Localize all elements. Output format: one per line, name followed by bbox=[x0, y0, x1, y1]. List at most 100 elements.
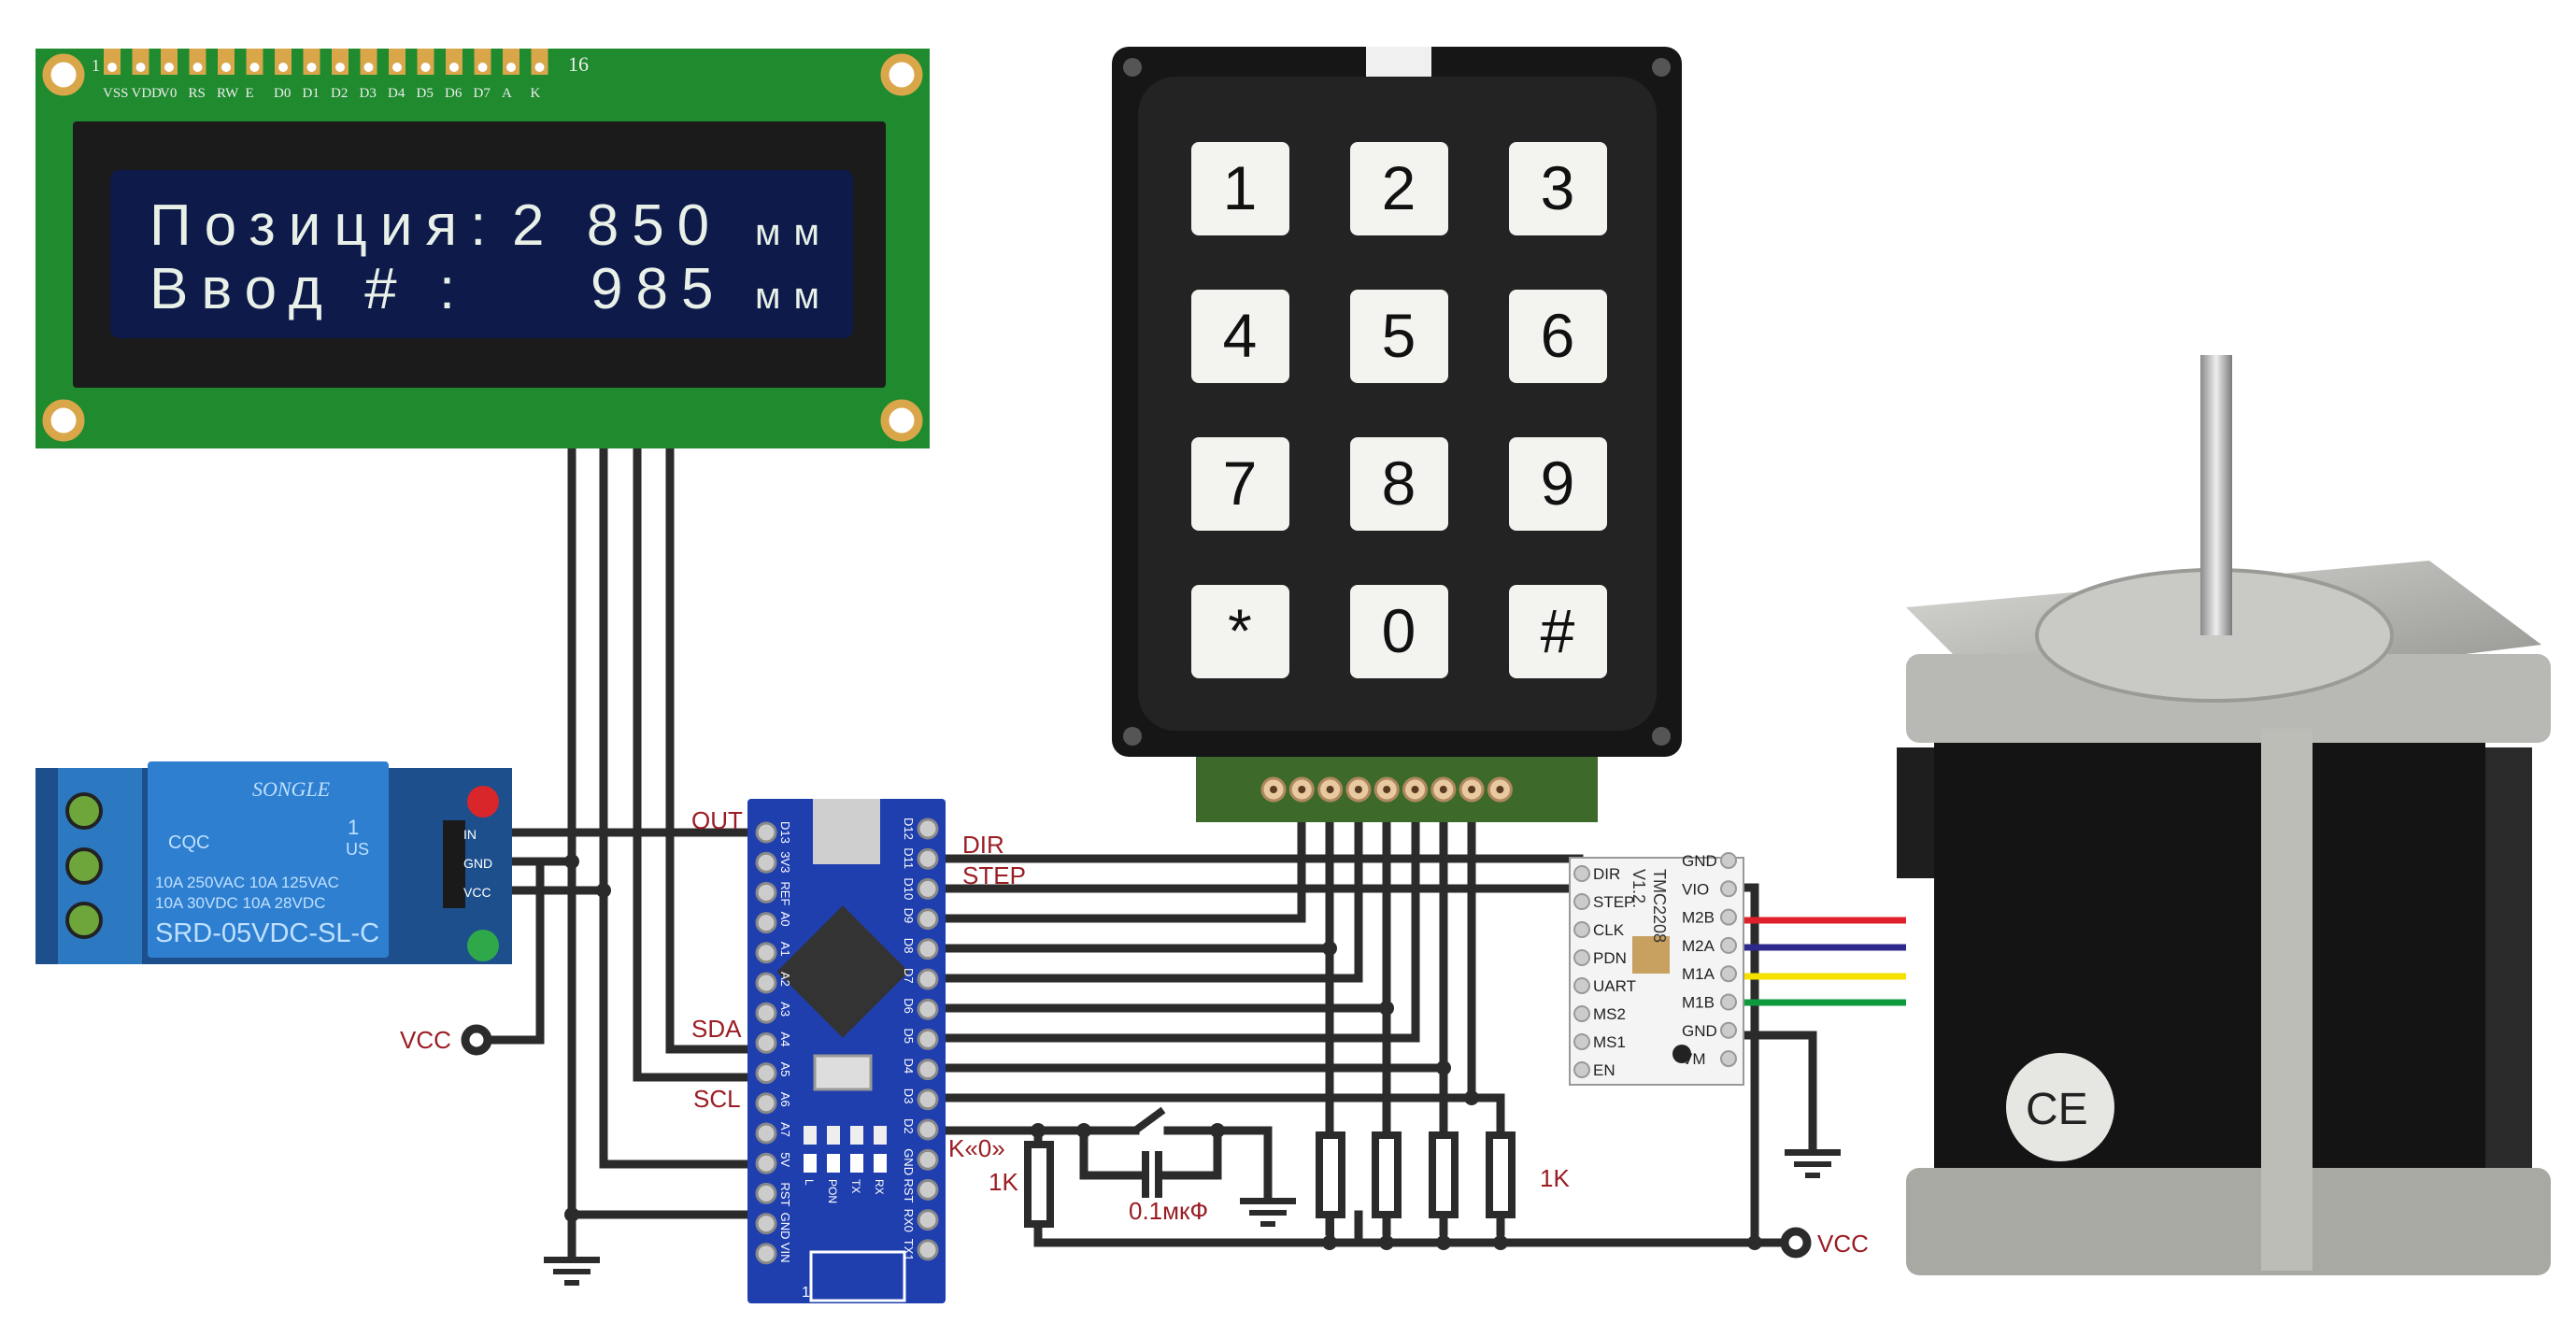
lcd-pin-label: D2 bbox=[331, 86, 348, 101]
lcd-line1-label: Позиция: bbox=[149, 193, 499, 258]
driver-pin-left bbox=[1573, 1005, 1590, 1022]
lcd-pin-header bbox=[104, 49, 548, 75]
lcd-pin-last: 16 bbox=[568, 52, 589, 76]
lcd-pin-label: D3 bbox=[360, 86, 377, 101]
nano-pin-right bbox=[917, 1209, 939, 1231]
lcd-pin-hole bbox=[249, 63, 260, 72]
driver-pin-label-left: DIR bbox=[1593, 865, 1620, 883]
driver-pin-left bbox=[1573, 949, 1590, 966]
arduino-nano: 1 D133V3REFA0A1A2A3A4A5A6A75VRSTGNDVIND1… bbox=[747, 799, 946, 1303]
keypad-key[interactable]: 5 bbox=[1350, 290, 1448, 383]
keypad-key-label: 6 bbox=[1541, 301, 1575, 370]
label-1k-right: 1K bbox=[1540, 1164, 1570, 1192]
lcd-pin-label: D4 bbox=[388, 86, 406, 101]
nano-pin-label-left: D13 bbox=[778, 821, 792, 844]
relay-brand: SONGLE bbox=[252, 777, 331, 801]
wire-cap-loop bbox=[1079, 1126, 1222, 1180]
keypad-pin-header bbox=[1260, 776, 1513, 803]
relay-pin-in: IN bbox=[463, 827, 477, 842]
lcd-pin-label: K bbox=[531, 86, 541, 101]
nano-pin-left bbox=[755, 881, 777, 903]
stepper-motor: CE bbox=[1897, 355, 2551, 1275]
keypad-key-label: 7 bbox=[1223, 448, 1258, 518]
nano-led-label: RX bbox=[873, 1179, 886, 1195]
driver-pin-left bbox=[1573, 865, 1590, 882]
nano-pin-label-left: A0 bbox=[778, 912, 792, 927]
lcd-pin-label: D1 bbox=[303, 86, 320, 101]
label-vcc-left: VCC bbox=[400, 1026, 451, 1054]
driver-pin-label-right: M1B bbox=[1682, 994, 1715, 1012]
nano-pin-right bbox=[917, 1239, 939, 1261]
nano-pin-label-right: RX0 bbox=[902, 1209, 916, 1232]
nano-pin-right bbox=[917, 1118, 939, 1141]
nano-pin-left bbox=[755, 1031, 777, 1054]
nano-pin-label-right: D10 bbox=[902, 877, 916, 900]
nano-pin-right bbox=[917, 1028, 939, 1050]
label-k0: K«0» bbox=[948, 1134, 1005, 1162]
lcd-pin-hole bbox=[534, 63, 545, 72]
nano-pin-left bbox=[755, 1182, 777, 1204]
keypad-key[interactable]: 4 bbox=[1191, 290, 1289, 383]
lcd-pin-label: D7 bbox=[474, 86, 491, 101]
keypad-key[interactable]: 7 bbox=[1191, 437, 1289, 531]
label-step: STEP bbox=[962, 861, 1026, 889]
keypad-key-label: * bbox=[1228, 596, 1252, 665]
label-out: OUT bbox=[691, 806, 743, 834]
nano-pin-right bbox=[917, 908, 939, 931]
driver-pin-right bbox=[1720, 993, 1737, 1011]
lcd-pin-hole bbox=[363, 63, 374, 72]
keypad-key[interactable]: 1 bbox=[1191, 142, 1289, 235]
lcd-pin-label: D5 bbox=[417, 86, 434, 101]
nano-pin-label-right: D3 bbox=[902, 1088, 916, 1104]
driver-pin-label-left: CLK bbox=[1593, 921, 1625, 939]
lcd-line1-value: 2 850 bbox=[512, 193, 722, 258]
nano-pin-right bbox=[917, 877, 939, 900]
nano-pin-label-right: D11 bbox=[902, 847, 916, 869]
keypad-key[interactable]: 9 bbox=[1509, 437, 1607, 531]
nano-led bbox=[827, 1126, 840, 1145]
relay-pin-gnd: GND bbox=[463, 856, 492, 871]
keypad-key-label: 8 bbox=[1382, 448, 1416, 518]
lcd-pin-label: V0 bbox=[160, 86, 177, 101]
nano-pin-left bbox=[755, 821, 777, 844]
keypad-key[interactable]: * bbox=[1191, 585, 1289, 678]
driver-pin-left bbox=[1573, 977, 1590, 994]
resistor-col-4 bbox=[1486, 1131, 1516, 1218]
switch-k0 bbox=[1132, 1106, 1166, 1134]
ground-symbol-driver bbox=[1785, 1149, 1841, 1178]
nano-pin-label-left: RST bbox=[778, 1182, 792, 1206]
keypad-key[interactable]: 2 bbox=[1350, 142, 1448, 235]
driver-pin-label-right: M1A bbox=[1682, 965, 1715, 983]
keypad-key[interactable]: 8 bbox=[1350, 437, 1448, 531]
label-sda: SDA bbox=[691, 1015, 742, 1043]
nano-pin-right bbox=[917, 968, 939, 990]
keypad-key[interactable]: 0 bbox=[1350, 585, 1448, 678]
keypad-key-label: 4 bbox=[1223, 301, 1258, 370]
nano-pin-right bbox=[917, 1148, 939, 1171]
lcd-mount-holes bbox=[42, 53, 923, 442]
relay-rating-1: 10A 250VAC 10A 125VAC bbox=[155, 874, 339, 891]
nano-pin-label-left: A6 bbox=[778, 1092, 792, 1107]
nano-pin-right bbox=[917, 847, 939, 870]
nano-pin-label-right: D9 bbox=[902, 908, 916, 924]
relay-mark-us: US bbox=[346, 840, 369, 859]
driver-pin-right bbox=[1720, 908, 1737, 926]
nano-pin-label-left: REF bbox=[778, 881, 792, 905]
keypad-key[interactable]: 6 bbox=[1509, 290, 1607, 383]
keypad-key[interactable]: 3 bbox=[1509, 142, 1607, 235]
resistor-col-2 bbox=[1372, 1131, 1402, 1218]
keypad-key-label: 2 bbox=[1382, 153, 1416, 222]
lcd-pin-hole bbox=[449, 63, 459, 72]
lcd-screen-text: Позиция: 2 850 мм Ввод # : 985 мм bbox=[149, 193, 819, 321]
nano-pin-left bbox=[755, 972, 777, 994]
label-scl: SCL bbox=[693, 1085, 741, 1113]
nano-pins: D133V3REFA0A1A2A3A4A5A6A75VRSTGNDVIND12D… bbox=[755, 818, 939, 1265]
relay-model: SRD-05VDC-SL-C bbox=[155, 918, 379, 948]
keypad-key-label: 5 bbox=[1382, 301, 1416, 370]
keypad-key[interactable]: # bbox=[1509, 585, 1607, 678]
nano-pin-label-right: RST bbox=[902, 1178, 916, 1202]
driver-pin-label-left: PDN bbox=[1593, 949, 1627, 967]
nano-pin-label-right: GND bbox=[902, 1148, 916, 1175]
lcd-pin-label: RW bbox=[217, 86, 239, 101]
